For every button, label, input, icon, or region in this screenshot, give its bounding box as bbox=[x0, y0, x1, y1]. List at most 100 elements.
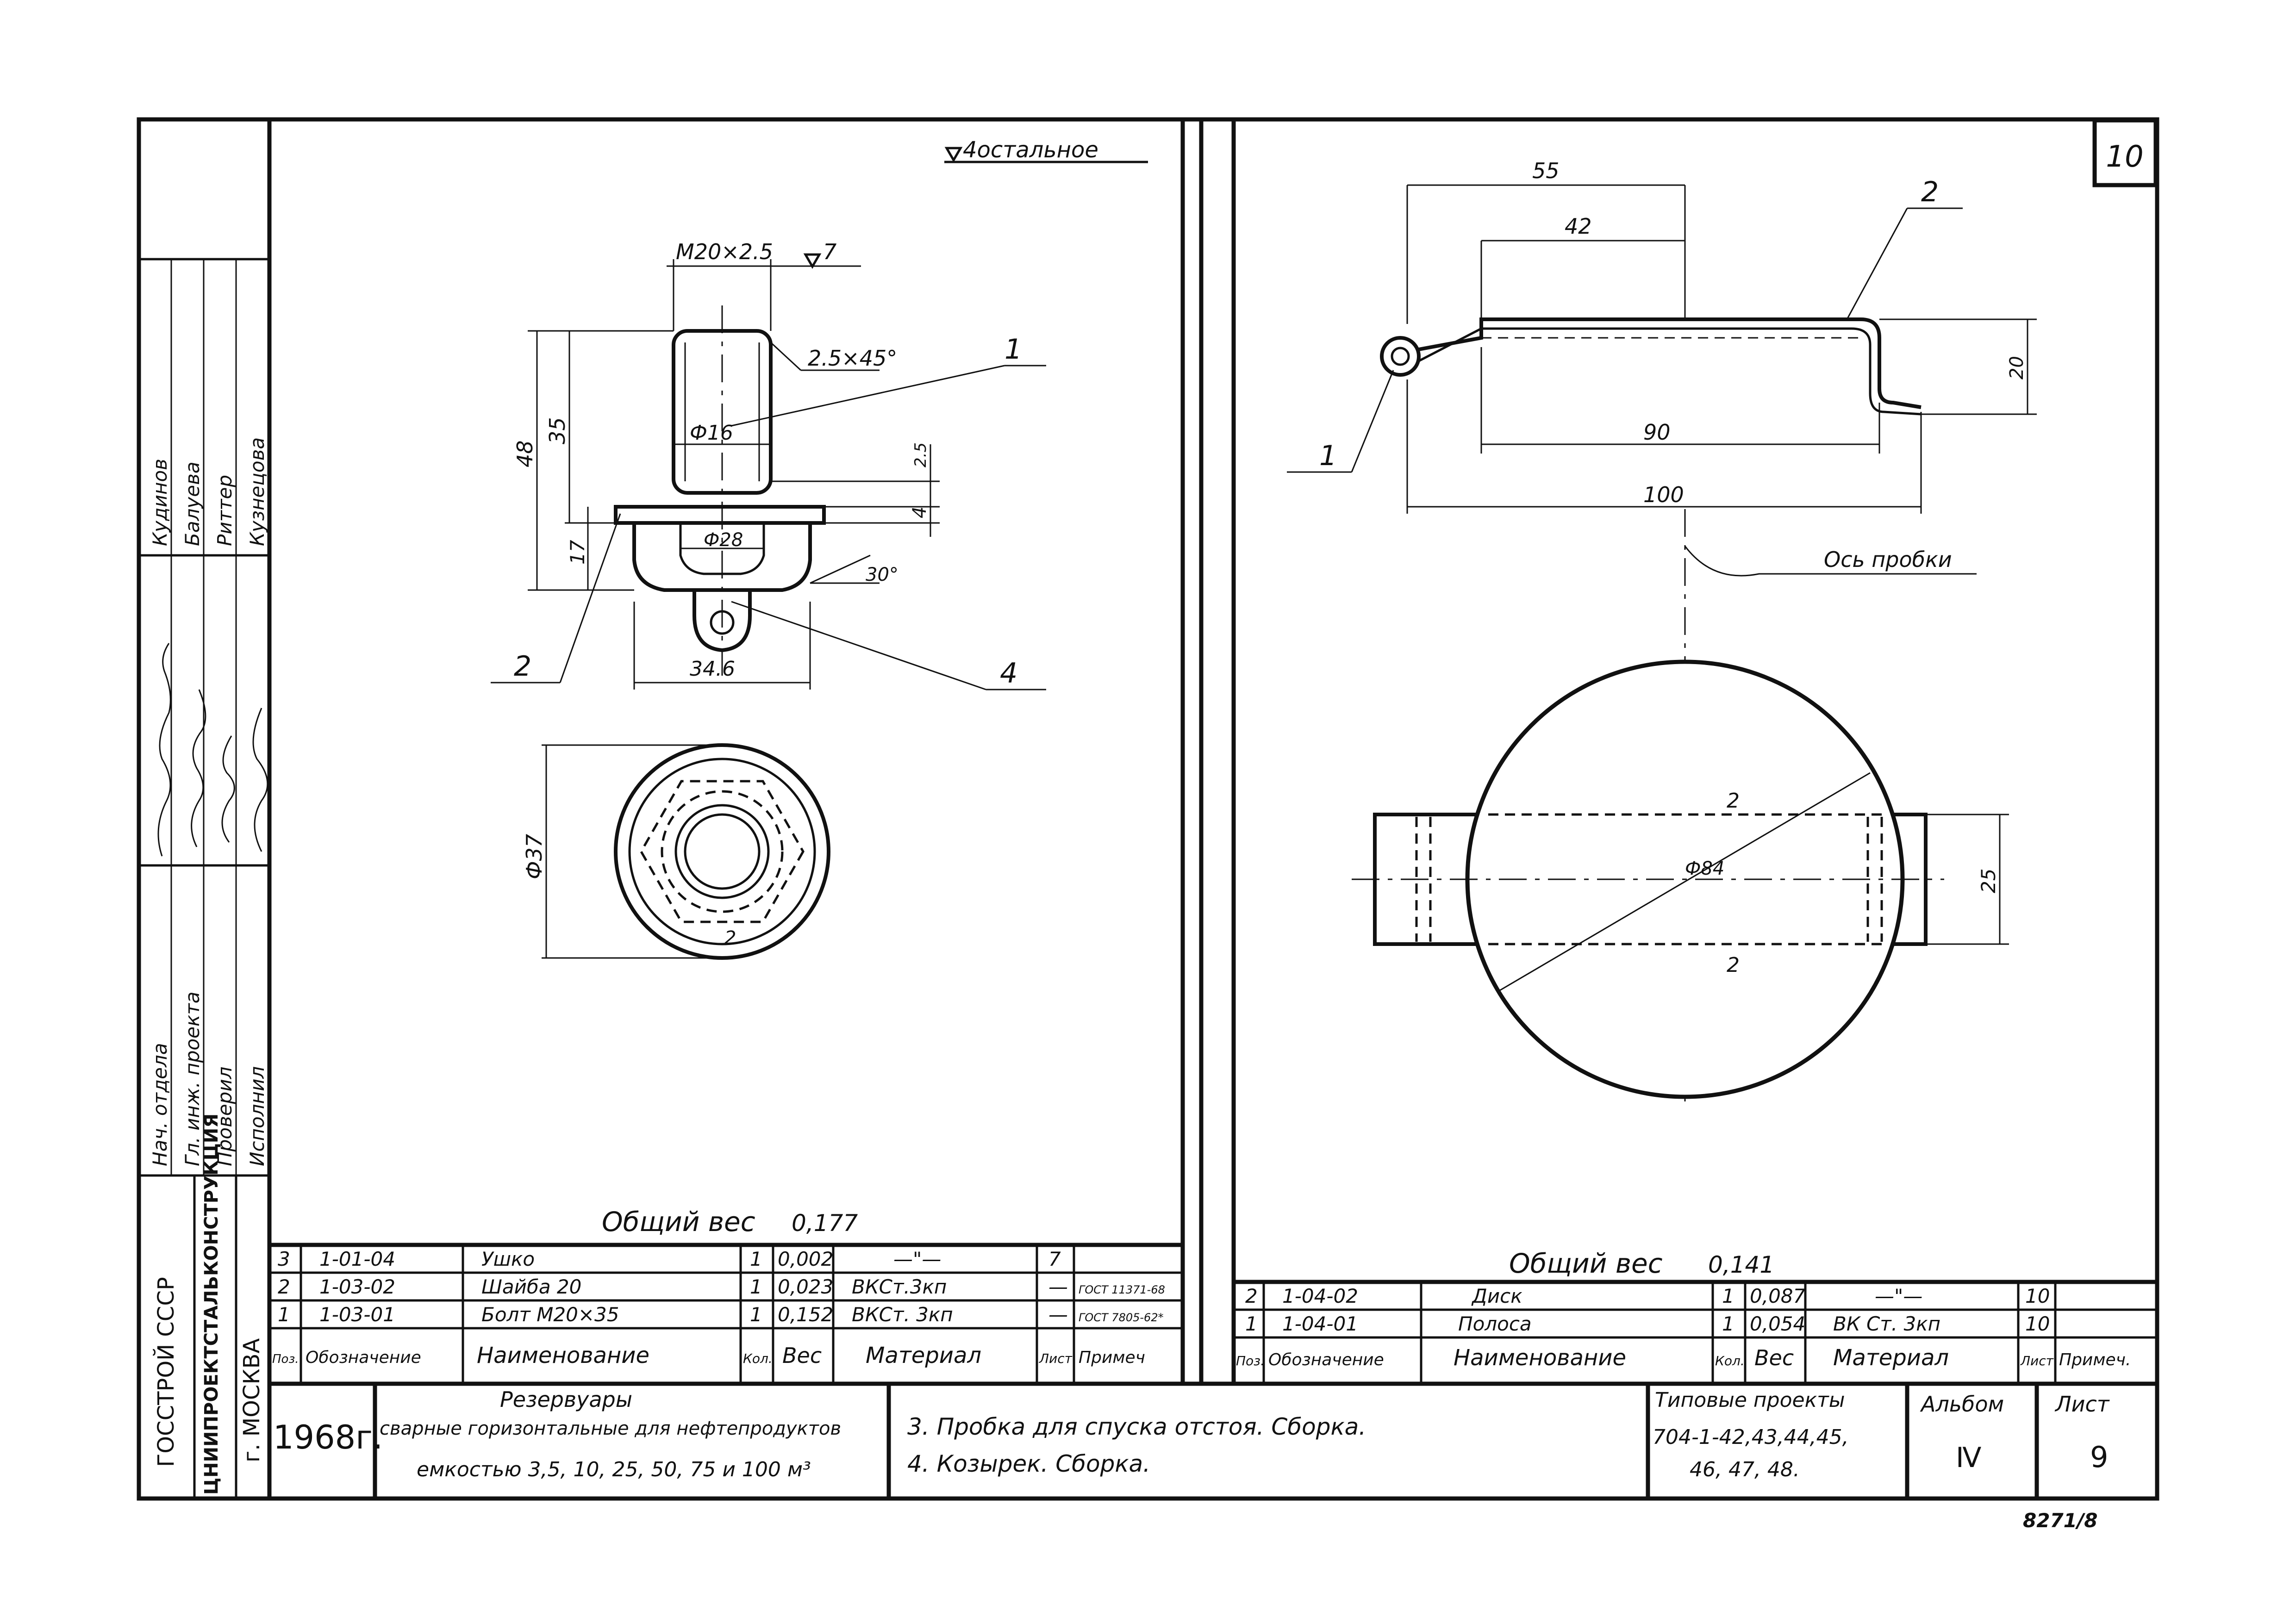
svg-text:Лист: Лист bbox=[2020, 1353, 2054, 1368]
left-total-weight-label: Общий вес bbox=[602, 1206, 755, 1237]
left-parts-table: Общий вес 0,177 3 1-01-04 Ушко 1 0,002 —… bbox=[269, 1206, 2157, 1386]
stamp-year: 1968г. bbox=[273, 1418, 383, 1456]
svg-text:Материал: Материал bbox=[1833, 1345, 1949, 1371]
svg-text:10: 10 bbox=[2025, 1285, 2050, 1307]
svg-text:0,152: 0,152 bbox=[778, 1303, 833, 1326]
svg-text:0,023: 0,023 bbox=[778, 1275, 833, 1298]
dim-55: 55 bbox=[1532, 158, 1560, 183]
title-line-3: емкостью 3,5, 10, 25, 50, 75 и 100 м³ bbox=[417, 1458, 811, 1481]
dim-90: 90 bbox=[1643, 420, 1671, 445]
svg-text:—"—: —"— bbox=[893, 1248, 941, 1270]
role-head: Нач. отдела bbox=[149, 1043, 171, 1166]
surface-finish-7: 7 bbox=[823, 239, 836, 264]
title-block: 1968г. Резервуары сварные горизонтальные… bbox=[273, 1384, 2110, 1532]
signature-chief bbox=[191, 689, 206, 847]
right-parts-table: Общий вес 0,141 2 1-04-02 Диск 1 0,087 —… bbox=[1234, 1248, 2157, 1384]
left-row-2: 2 1-03-02 Шайба 20 1 0,023 ВКСт.3кп — ГО… bbox=[278, 1275, 1165, 1298]
right-total-weight: 0,141 bbox=[1708, 1251, 1774, 1278]
left-table-header: Поз. Обозначение Наименование Кол. Вес М… bbox=[272, 1343, 1145, 1368]
eye-lug bbox=[693, 590, 752, 653]
dim-42: 42 bbox=[1565, 214, 1592, 239]
callout-2-left: 2 bbox=[514, 650, 531, 683]
svg-text:Кол.: Кол. bbox=[743, 1351, 773, 1366]
svg-text:2: 2 bbox=[1245, 1285, 1258, 1307]
right-row-2: 2 1-04-02 Диск 1 0,087 —"— 10 bbox=[1245, 1285, 2050, 1307]
sheet-number: 10 bbox=[2106, 140, 2143, 174]
hinge-roll bbox=[1380, 336, 1421, 377]
dim-4: 4 bbox=[909, 507, 930, 518]
name-executed: Кузнецова bbox=[246, 437, 268, 546]
svg-text:Примеч: Примеч bbox=[1079, 1348, 1145, 1367]
svg-text:Болт М20×35: Болт М20×35 bbox=[481, 1303, 619, 1326]
svg-text:ВКСт. 3кп: ВКСт. 3кп bbox=[852, 1303, 953, 1326]
svg-text:1: 1 bbox=[1245, 1312, 1258, 1335]
signature-checked bbox=[221, 735, 235, 843]
plug-assembly-view: 4остальное М20×2.5 7 2.5×45° Ф16 1 bbox=[491, 137, 1148, 690]
title-line-1: Резервуары bbox=[500, 1387, 632, 1412]
svg-text:—: — bbox=[1048, 1275, 1068, 1298]
svg-text:Обозначение: Обозначение bbox=[1268, 1350, 1384, 1369]
svg-text:1-04-02: 1-04-02 bbox=[1282, 1285, 1358, 1307]
washer bbox=[614, 505, 826, 525]
svg-text:ГОСТ 11371-68: ГОСТ 11371-68 bbox=[1079, 1283, 1165, 1296]
svg-text:1: 1 bbox=[1722, 1285, 1734, 1307]
svg-text:Кол.: Кол. bbox=[1715, 1353, 1745, 1368]
svg-text:Вес: Вес bbox=[1754, 1345, 1794, 1370]
drawing-item-3: 3. Пробка для спуска отстоя. Сборка. bbox=[907, 1413, 1366, 1440]
name-chief-engineer: Балуева bbox=[181, 461, 204, 546]
drawing-item-4: 4. Козырек. Сборка. bbox=[907, 1450, 1150, 1477]
dim-thread: М20×2.5 bbox=[676, 239, 773, 264]
svg-text:0,054: 0,054 bbox=[1750, 1312, 1805, 1335]
svg-text:Наименование: Наименование bbox=[1454, 1345, 1626, 1371]
svg-text:0,087: 0,087 bbox=[1750, 1285, 1806, 1307]
side-stamp: Нач. отдела Гл. инж. проекта Проверил Ис… bbox=[139, 258, 269, 1499]
svg-text:7: 7 bbox=[1048, 1248, 1061, 1270]
projects-list-1: 704-1-42,43,44,45, bbox=[1653, 1425, 1849, 1449]
callout-1-left: 1 bbox=[1004, 333, 1022, 366]
dim-shank-dia: Ф16 bbox=[690, 421, 733, 445]
svg-text:1-03-01: 1-03-01 bbox=[319, 1303, 395, 1326]
title-line-2: сварные горизонтальные для нефтепродукто… bbox=[380, 1418, 841, 1439]
svg-text:Лист: Лист bbox=[1039, 1351, 1073, 1366]
dim-2-5: 2.5 bbox=[911, 442, 930, 467]
svg-text:Полоса: Полоса bbox=[1458, 1312, 1532, 1335]
svg-text:1: 1 bbox=[750, 1275, 762, 1298]
plug-top-view: Ф37 2 bbox=[522, 743, 830, 960]
role-executed: Исполнил bbox=[246, 1066, 268, 1166]
dim-outer-dia: Ф37 bbox=[522, 834, 547, 879]
surface-finish-mark bbox=[944, 147, 963, 163]
svg-text:Материал: Материал bbox=[866, 1343, 981, 1368]
svg-text:1: 1 bbox=[1722, 1312, 1734, 1335]
dim-disk-dia: Ф84 bbox=[1685, 858, 1724, 879]
svg-text:10: 10 bbox=[2025, 1312, 2050, 1335]
dim-17: 17 bbox=[566, 540, 589, 565]
visor-plan-view: Ф84 2 2 25 bbox=[1352, 659, 2009, 1099]
surface-mark-7 bbox=[803, 253, 822, 269]
dim-35: 35 bbox=[545, 417, 570, 444]
top-view-mark: 2 bbox=[724, 927, 736, 949]
album-label: Альбом bbox=[1920, 1392, 2004, 1417]
svg-text:Обозначение: Обозначение bbox=[306, 1348, 421, 1367]
svg-text:ВК Ст. 3кп: ВК Ст. 3кп bbox=[1833, 1312, 1940, 1335]
role-checked: Проверил bbox=[213, 1067, 236, 1166]
right-table-header: Поз. Обозначение Наименование Кол. Вес М… bbox=[1236, 1345, 2131, 1371]
dim-100: 100 bbox=[1643, 482, 1684, 507]
svg-text:Примеч.: Примеч. bbox=[2059, 1350, 2131, 1369]
svg-text:Поз.: Поз. bbox=[1236, 1353, 1265, 1368]
stamp-sheet-number: 9 bbox=[2090, 1440, 2108, 1474]
left-row-1: 1 1-03-01 Болт М20×35 1 0,152 ВКСт. 3кп … bbox=[278, 1303, 1164, 1326]
svg-text:2: 2 bbox=[278, 1275, 290, 1298]
callout-4-left: 4 bbox=[1000, 657, 1017, 690]
svg-text:ВКСт.3кп: ВКСт.3кп bbox=[852, 1275, 947, 1298]
album-number: Ⅳ bbox=[1956, 1442, 1981, 1474]
svg-text:ГОСТ 7805-62*: ГОСТ 7805-62* bbox=[1079, 1311, 1164, 1324]
surface-finish-rest: 4остальное bbox=[963, 137, 1098, 163]
svg-text:1: 1 bbox=[750, 1303, 762, 1326]
name-checked: Риттер bbox=[213, 475, 236, 546]
svg-text:Диск: Диск bbox=[1471, 1285, 1522, 1307]
right-row-1: 1 1-04-01 Полоса 1 0,054 ВК Ст. 3кп 10 bbox=[1245, 1312, 2050, 1335]
svg-text:Ушко: Ушко bbox=[481, 1248, 535, 1270]
mark-2-top: 2 bbox=[1727, 789, 1740, 813]
projects-label: Типовые проекты bbox=[1655, 1388, 1845, 1412]
